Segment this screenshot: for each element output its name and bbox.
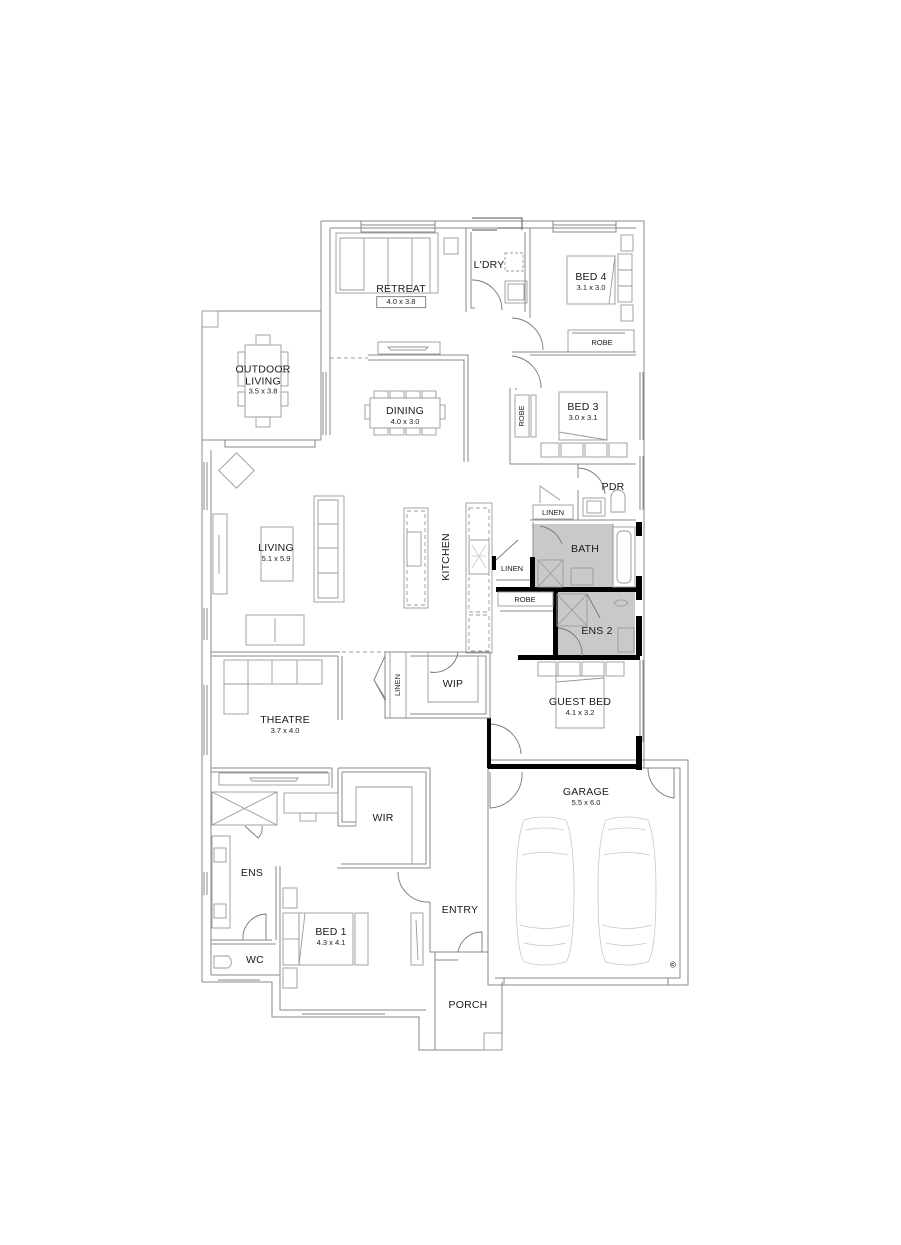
retreat-furniture — [330, 232, 469, 462]
dining-furniture — [364, 390, 446, 436]
room-label-entry: ENTRY — [441, 904, 479, 917]
room-label-porch: PORCH — [448, 999, 488, 1012]
room-label-ens2: ENS 2 — [581, 625, 613, 638]
room-label-guest-robe: ROBE — [514, 594, 536, 604]
room-label-retreat: RETREAT 4.0 x 3.8 — [376, 284, 426, 308]
room-label-guest-bed: GUEST BED 4.1 x 3.2 — [548, 696, 612, 717]
outdoor-living-furniture — [201, 310, 289, 428]
kitchen-fittings — [403, 502, 533, 654]
guest-bed — [490, 661, 625, 755]
laundry — [465, 228, 531, 318]
car-icon — [597, 816, 657, 966]
bed3 — [509, 351, 636, 465]
porch — [483, 1032, 503, 1051]
theatre-wip — [211, 651, 491, 720]
room-label-bed1: BED 1 4.3 x 4.1 — [315, 926, 347, 947]
room-label-garage: GARAGE 5.5 x 6.0 — [562, 786, 610, 807]
room-label-ens: ENS — [240, 867, 264, 880]
room-label-linen-kitchen: LINEN — [500, 563, 524, 573]
room-label-wc: WC — [246, 954, 264, 967]
room-label-dining: DINING 4.0 x 3.0 — [386, 405, 424, 426]
room-label-linen-hall: LINEN — [392, 673, 402, 697]
living-furniture — [212, 452, 345, 646]
copyright-icon: © — [670, 960, 676, 970]
pdr — [530, 464, 636, 521]
room-label-laundry: L'DRY — [473, 259, 505, 272]
bath-walls — [487, 522, 642, 770]
room-label-linen-pdr: LINEN — [541, 507, 565, 517]
car-icon — [515, 816, 575, 966]
room-label-bed3: BED 3 3.0 x 3.1 — [567, 401, 599, 422]
room-label-pdr: PDR — [601, 481, 625, 494]
wet-area-shading — [533, 524, 635, 656]
room-label-bed3-robe: ROBE — [516, 405, 526, 427]
room-label-bath: BATH — [570, 543, 600, 556]
room-label-living: LIVING 5.1 x 5.9 — [258, 542, 294, 563]
room-label-wir: WIR — [372, 812, 394, 825]
room-label-bed4-robe: ROBE — [591, 337, 613, 347]
room-label-outdoor-living: OUTDOOR LIVING 3.5 x 3.8 — [235, 363, 291, 396]
bed1-suite — [211, 767, 488, 1010]
room-label-theatre: THEATRE 3.7 x 4.0 — [260, 714, 310, 735]
room-label-kitchen: KITCHEN — [440, 533, 453, 581]
garage-fittings — [489, 767, 675, 985]
windows — [203, 217, 644, 1015]
room-label-wip: WIP — [442, 678, 464, 691]
bed4 — [511, 228, 636, 356]
room-label-bed4: BED 4 3.1 x 3.0 — [575, 271, 607, 292]
